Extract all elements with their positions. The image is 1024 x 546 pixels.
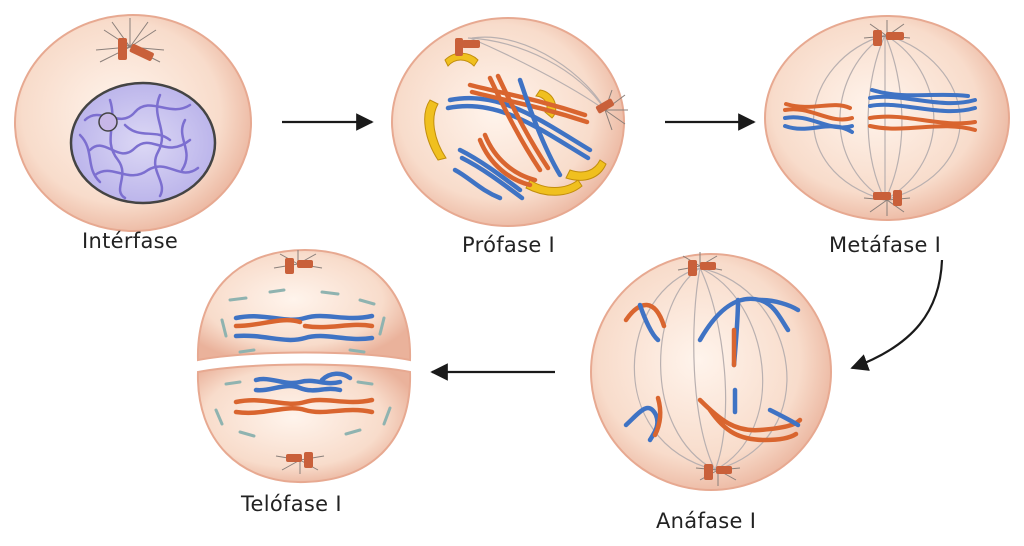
anafase-spindle — [633, 267, 788, 471]
anafase-chromosomes-upper — [623, 296, 801, 368]
profase-cell — [391, 17, 628, 227]
telofase-lower-daughter — [196, 363, 412, 484]
interfase-centrosome — [95, 18, 165, 63]
arrow-metafase-to-anafase — [850, 259, 944, 371]
stage-label-anafase: Anáfase I — [656, 509, 757, 533]
interfase-cell — [14, 14, 252, 232]
interfase-chromatin — [78, 93, 200, 200]
anafase-centrosome-top — [677, 252, 723, 276]
telofase-cell — [196, 248, 412, 484]
metafase-cell — [764, 15, 1010, 221]
stage-label-telofase: Telófase I — [241, 492, 342, 516]
telofase-centrosome-top — [273, 250, 323, 274]
interfase-nucleolus — [98, 112, 118, 132]
telofase-chromosomes-lower — [233, 371, 375, 416]
metafase-spindle — [813, 34, 961, 201]
profase-spindle — [467, 36, 606, 111]
anafase-cell — [590, 252, 832, 491]
anafase-chromosomes-lower — [623, 387, 803, 443]
profase-chromosomes — [445, 73, 593, 201]
telofase-upper-daughter — [196, 248, 412, 362]
profase-centrosome-top — [455, 38, 480, 56]
stage-label-interfase: Intérfase — [82, 229, 179, 253]
telofase-nuclear-envelope-fragments — [214, 288, 392, 438]
metafase-chromosomes — [783, 88, 977, 134]
profase-nuclear-envelope — [424, 52, 607, 196]
anafase-centrosome-bottom — [695, 464, 741, 486]
stage-label-profase: Prófase I — [462, 233, 556, 257]
stage-label-metafase: Metáfase I — [829, 233, 942, 257]
profase-centrosome-right — [595, 89, 628, 131]
metafase-centrosome-bottom — [863, 190, 911, 216]
telofase-centrosome-bottom — [275, 452, 325, 474]
telofase-chromosomes-upper — [233, 313, 375, 343]
metafase-centrosome-top — [863, 20, 911, 46]
